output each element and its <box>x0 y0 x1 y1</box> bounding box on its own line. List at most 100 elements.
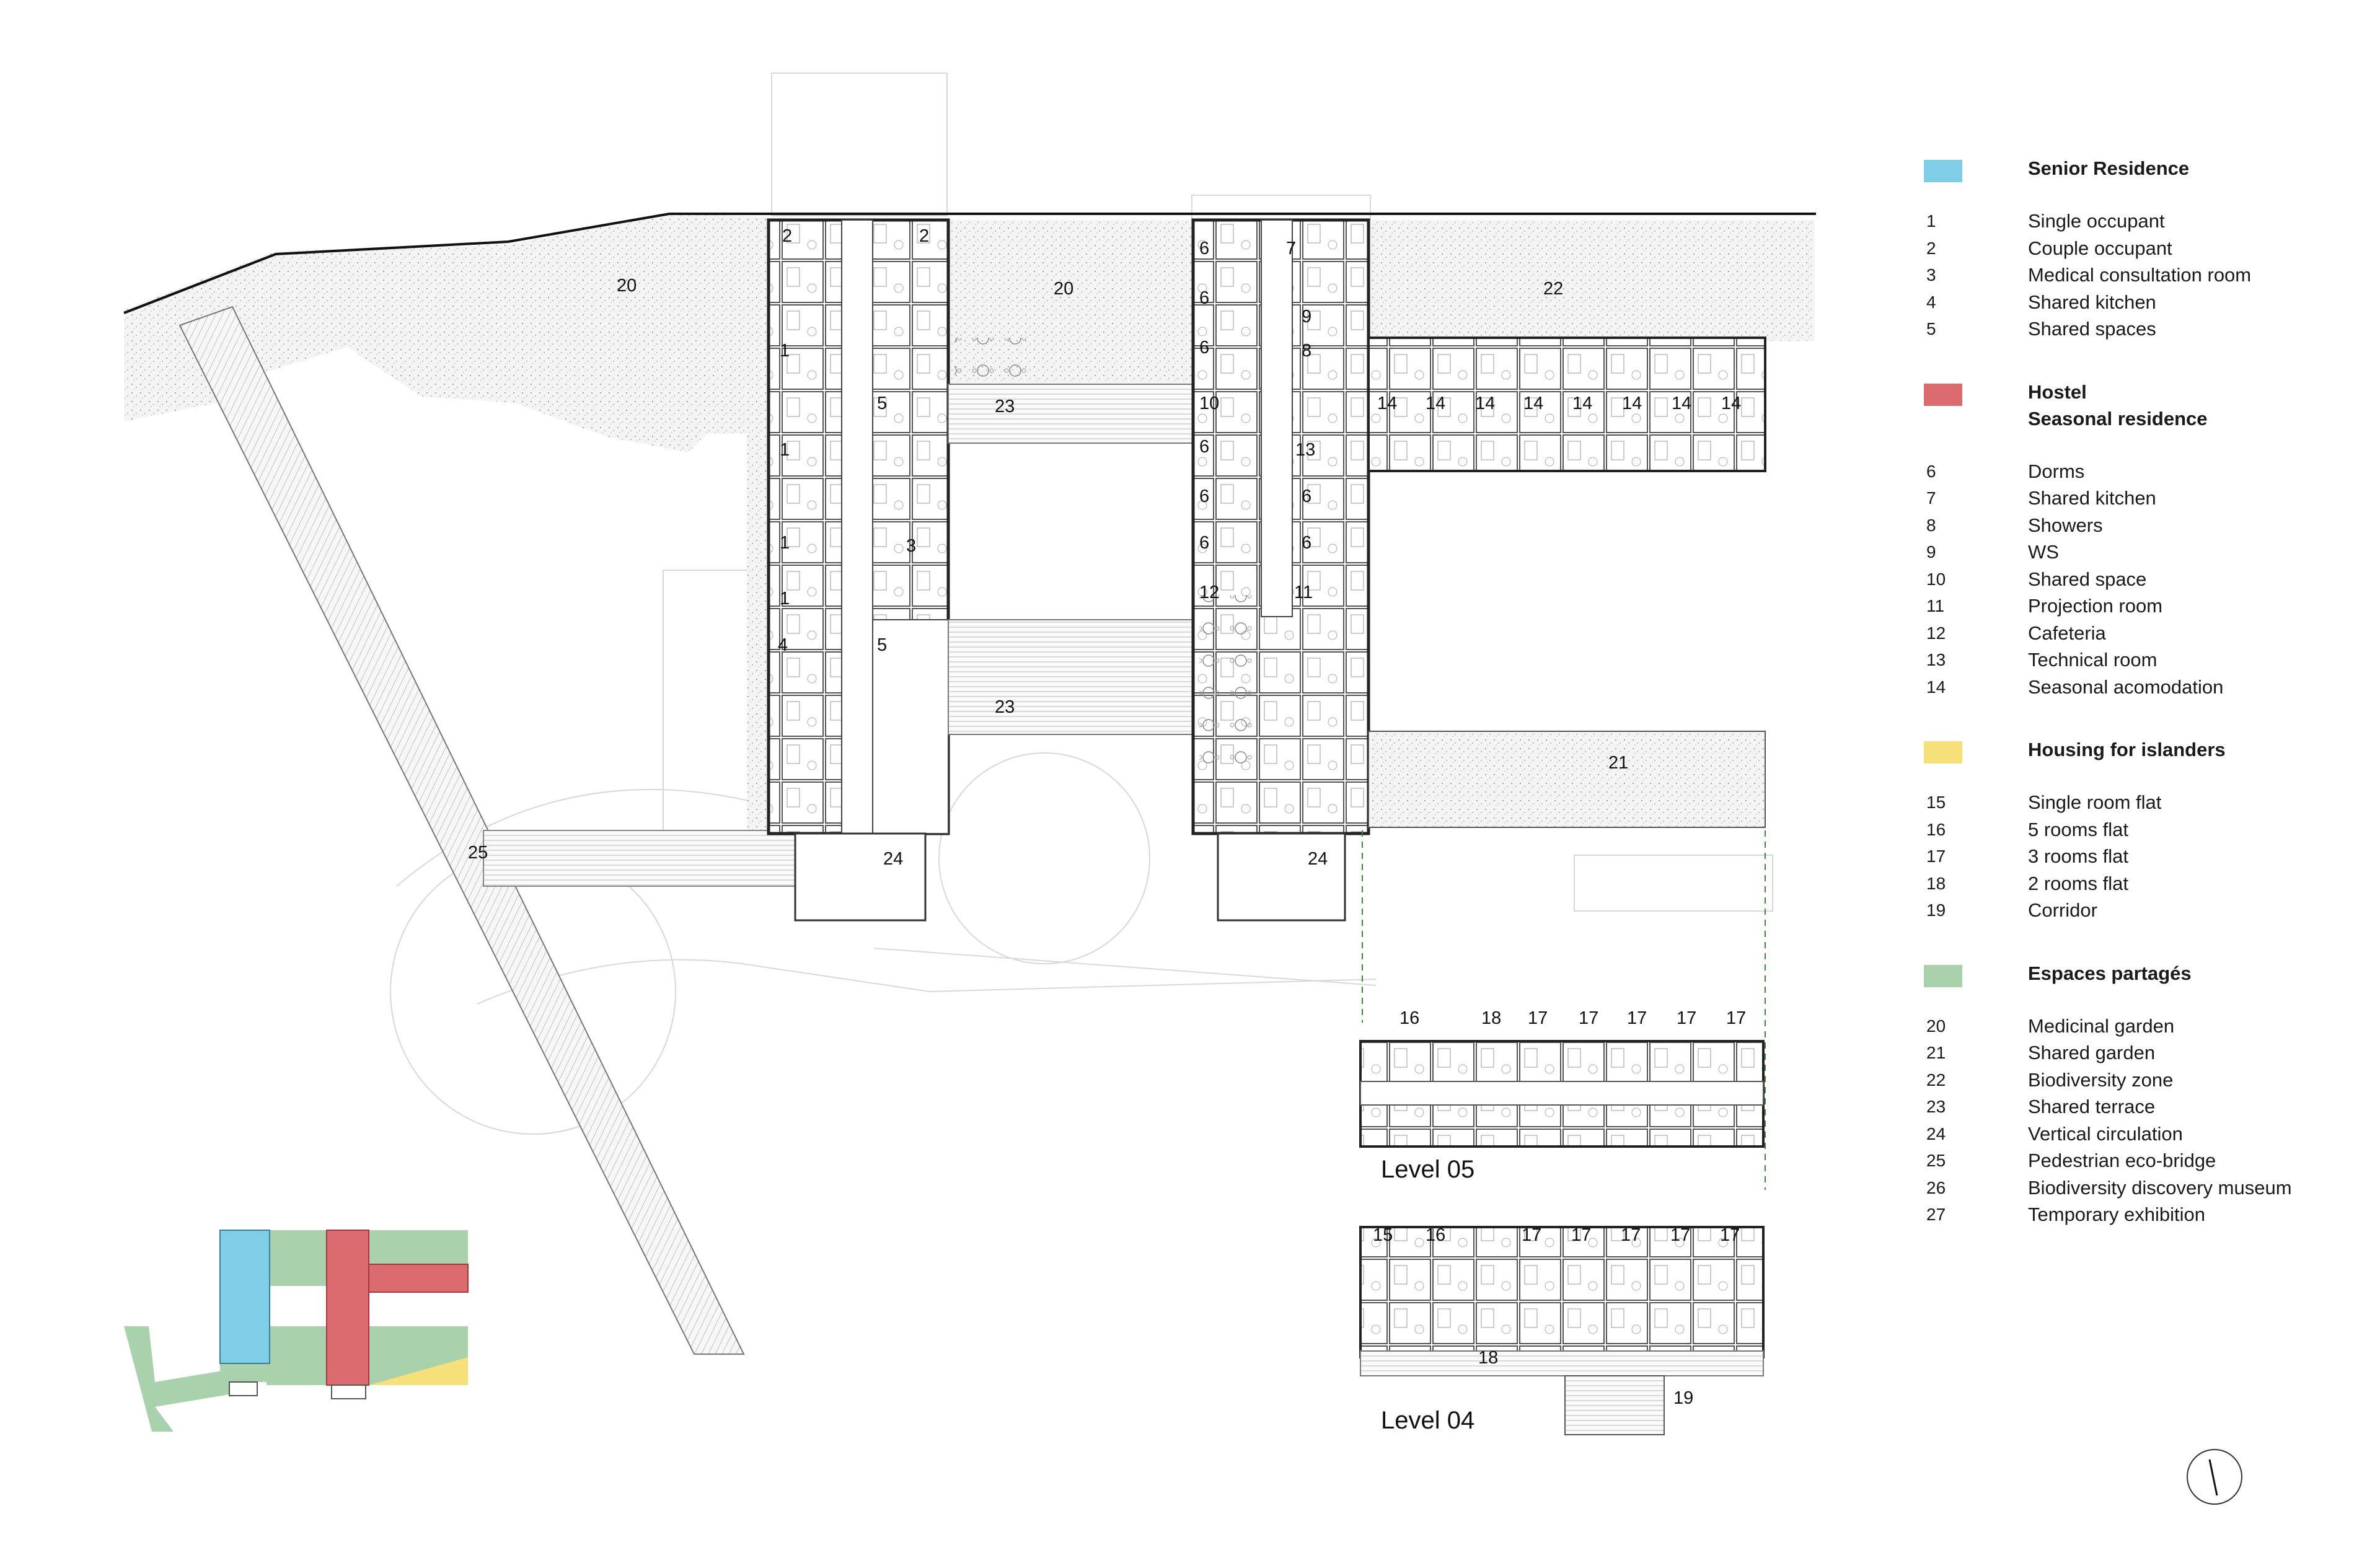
legend-item-label: Cafeteria <box>2028 622 2106 644</box>
plan-label-level04-top: 17 <box>1720 1225 1740 1245</box>
legend-item-number: 2 <box>1926 238 1936 258</box>
legend-item-number: 17 <box>1926 847 1946 866</box>
plan-label-hostel-rooms: 7 <box>1286 239 1296 258</box>
shared-garden <box>1368 731 1766 828</box>
plan-label-level05: 17 <box>1726 1008 1746 1028</box>
plan-label-level04-top: 17 <box>1571 1225 1591 1245</box>
legend-item-label: Pedestrian eco-bridge <box>2028 1150 2216 1171</box>
plan-label-seasonal: 14 <box>1622 394 1642 413</box>
legend-item-number: 24 <box>1926 1124 1946 1143</box>
plan-label-hostel-rooms: 6 <box>1199 486 1209 506</box>
legend-item-number: 4 <box>1926 292 1936 312</box>
legend-item: 22 Biodiversity zone <box>1909 1067 2343 1094</box>
plan-label-hostel-rooms: 12 <box>1199 583 1219 602</box>
legend-swatch <box>1924 964 1962 987</box>
legend-item-label: Single occupant <box>2028 210 2165 232</box>
legend-item-number: 26 <box>1926 1177 1946 1197</box>
plan-label-circulation: 24 <box>883 849 903 869</box>
legend-item-label: Vertical circulation <box>2028 1122 2183 1145</box>
legend-item-label: Projection room <box>2028 595 2163 617</box>
plan-label-hostel-rooms: 6 <box>1302 533 1311 553</box>
legend-item-number: 9 <box>1926 542 1936 561</box>
plan-label-seasonal: 14 <box>1426 394 1445 413</box>
legend-item-label: Shared space <box>2028 568 2147 590</box>
plan-label-seasonal: 14 <box>1523 394 1543 413</box>
plan-label-senior-rooms: 2 <box>782 226 792 246</box>
pedestrian-eco-bridge <box>178 306 745 1355</box>
plan-label-senior-rooms: 1 <box>780 533 790 553</box>
legend-item-number: 22 <box>1926 1070 1946 1089</box>
level-05-title: Level 05 <box>1381 1156 1474 1183</box>
shared-terrace-north <box>948 384 1194 444</box>
legend-item-label: Shared kitchen <box>2028 487 2156 509</box>
plan-label-level05: 17 <box>1627 1008 1647 1028</box>
legend-item-number: 8 <box>1926 515 1936 535</box>
plan-label-senior-rooms: 1 <box>780 440 790 460</box>
plan-label-seasonal: 14 <box>1377 394 1397 413</box>
legend-title: Hostel <box>2028 381 2087 403</box>
legend-item-label: Dorms <box>2028 460 2085 482</box>
plan-label-level05: 17 <box>1579 1008 1598 1028</box>
north-arrow-icon <box>2187 1449 2242 1505</box>
plan-label-bridge: 25 <box>468 843 488 863</box>
plan-label-hostel-rooms: 13 <box>1295 440 1315 460</box>
plan-label-hostel-rooms: 9 <box>1302 307 1311 327</box>
legend-item-label: 2 rooms flat <box>2028 872 2128 894</box>
legend-item-number: 10 <box>1926 569 1946 589</box>
plan-label-level04-top: 17 <box>1621 1225 1641 1245</box>
plan-label-hostel-rooms: 10 <box>1199 394 1219 413</box>
level-link <box>1362 830 1766 1190</box>
legend-title: Senior Residence <box>2028 157 2190 179</box>
legend-item-label: Seasonal acomodation <box>2028 676 2224 698</box>
legend-item: 10 Shared space <box>1909 566 2343 593</box>
plan-label-senior-rooms: 1 <box>780 589 790 609</box>
hostel-wing <box>1191 218 1370 835</box>
legend-swatch <box>1924 160 1962 182</box>
plan-label-senior-rooms: 3 <box>906 536 916 556</box>
legend-item-label: Biodiversity zone <box>2028 1068 2174 1091</box>
shared-terrace-south <box>948 619 1194 735</box>
plan-label-circulation: 24 <box>1308 849 1328 869</box>
plan-label-senior-rooms: 2 <box>919 226 929 246</box>
plan-label-level04-top: 15 <box>1373 1225 1393 1245</box>
legend-item-label: Temporary exhibition <box>2028 1204 2206 1225</box>
legend-item: 24 Vertical circulation <box>1909 1120 2343 1148</box>
plan-label-gardens: 20 <box>617 276 637 296</box>
legend-title: Seasonal residence <box>2028 407 2208 429</box>
legend-item-number: 7 <box>1926 488 1936 508</box>
plan-label-level04-top: 17 <box>1522 1225 1541 1245</box>
legend-item-label: Corridor <box>2028 899 2097 921</box>
level-04-corridor <box>1360 1350 1764 1376</box>
level-05-corridor <box>1360 1081 1764 1106</box>
plan-label-level04-bottom: 19 <box>1673 1388 1693 1408</box>
legend-item-number: 21 <box>1926 1043 1946 1062</box>
plan-label-senior-rooms: 5 <box>877 394 887 413</box>
plan-label-terraces: 23 <box>995 397 1015 416</box>
plan-label-seasonal: 14 <box>1672 394 1691 413</box>
legend-item-number: 20 <box>1926 1016 1946 1036</box>
legend-item-label: Single room flat <box>2028 791 2162 813</box>
legend-item-number: 13 <box>1926 650 1946 669</box>
circulation-west <box>794 832 927 922</box>
plan-label-senior-rooms: 5 <box>877 635 887 655</box>
legend-item-number: 3 <box>1926 265 1936 284</box>
legend-item-label: Biodiversity discovery museum <box>2028 1176 2292 1199</box>
